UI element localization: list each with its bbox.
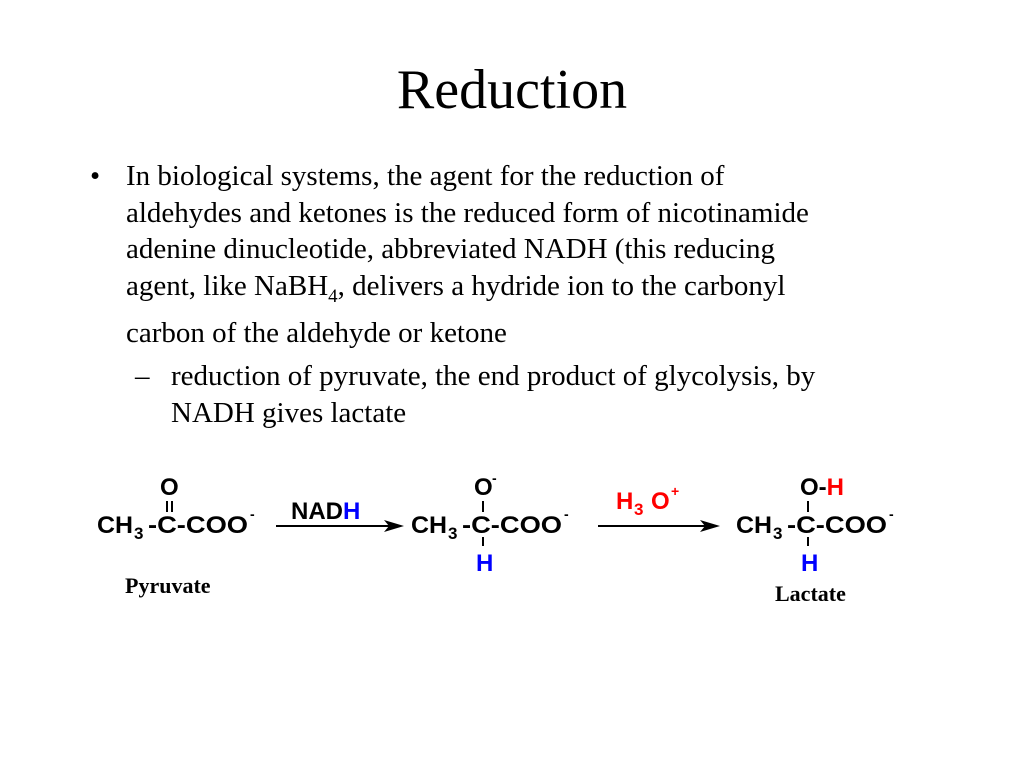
- alkoxide-chain: -C-COO: [462, 512, 562, 539]
- alkoxide-charge: -: [564, 506, 569, 522]
- pyruvate-subscript-3: 3: [134, 524, 143, 543]
- bullet-item-nadh: • In biological systems, the agent for t…: [90, 158, 960, 351]
- bullet-line-3: adenine dinucleotide, abbreviated NADH (…: [126, 233, 776, 265]
- alkoxide-oxygen-charge: -: [492, 470, 497, 486]
- hydronium-charge: +: [671, 483, 679, 499]
- nadh-hydride-h: H: [343, 498, 360, 525]
- arrow-2-head: [700, 520, 720, 532]
- lactate-chain: -C-COO: [787, 512, 887, 539]
- bullet-line-4-pre: agent, like NaBH: [126, 269, 329, 302]
- bullet-line-1: In biological systems, the agent for the…: [126, 160, 725, 192]
- pyruvate-charge: -: [250, 506, 255, 522]
- hydronium-subscript-3: 3: [634, 500, 643, 519]
- pyruvate-structure: O CH 3 -C-COO - Pyruvate: [97, 474, 255, 598]
- bullet-line-2: aldehydes and ketones is the reduced for…: [126, 196, 809, 229]
- bullet-dot: •: [90, 160, 101, 192]
- hydronium-h: H: [616, 488, 633, 515]
- bullet-line-5: carbon of the aldehyde or ketone: [126, 316, 507, 349]
- sub-bullet-pyruvate: – reduction of pyruvate, the end product…: [90, 358, 960, 431]
- arrow-1-head: [384, 520, 404, 532]
- lactate-ch: CH: [736, 512, 772, 539]
- lactate-hydroxyl-h: H: [827, 474, 844, 501]
- lactate-subscript-3: 3: [773, 524, 782, 543]
- lactate-hydroxyl: O-H: [800, 474, 844, 501]
- alkoxide-hydride-h: H: [476, 550, 493, 577]
- nadh-nad: NAD: [291, 498, 343, 525]
- pyruvate-ch: CH: [97, 512, 133, 539]
- sub-bullet-line-2: NADH gives lactate: [171, 396, 407, 429]
- nadh-label: NADH: [291, 498, 360, 525]
- lactate-charge: -: [889, 506, 894, 522]
- lactate-name: Lactate: [775, 581, 846, 606]
- hydronium-o: O: [651, 488, 670, 515]
- lactate-hydroxyl-o: O-: [800, 474, 827, 501]
- slide-title: Reduction: [396, 59, 628, 121]
- bullet-line-4: agent, like NaBH4, delivers a hydride io…: [126, 268, 960, 315]
- lactate-structure: O-H CH 3 -C-COO - H Lactate: [736, 474, 894, 606]
- sub-bullet-dash: –: [135, 360, 150, 393]
- bullet-list: • In biological systems, the agent for t…: [90, 158, 960, 431]
- bullet-line-4-post: , delivers a hydride ion to the carbonyl: [337, 269, 786, 302]
- alkoxide-oxygen: O: [474, 474, 493, 501]
- alkoxide-structure: O - CH 3 -C-COO - H: [411, 470, 569, 577]
- reaction-arrow-1: NADH: [276, 498, 404, 532]
- alkoxide-ch: CH: [411, 512, 447, 539]
- nabh4-subscript: 4: [328, 285, 338, 307]
- lactate-hydride-h: H: [801, 550, 818, 577]
- reaction-arrow-2: H 3 O +: [598, 483, 720, 532]
- pyruvate-name: Pyruvate: [125, 573, 211, 598]
- alkoxide-subscript-3: 3: [448, 524, 457, 543]
- sub-bullet-line-1: reduction of pyruvate, the end product o…: [171, 360, 816, 393]
- reaction-scheme: O CH 3 -C-COO - Pyruvate NADH O - CH 3 -…: [97, 470, 894, 606]
- pyruvate-oxygen: O: [160, 474, 179, 501]
- pyruvate-chain: -C-COO: [148, 512, 248, 539]
